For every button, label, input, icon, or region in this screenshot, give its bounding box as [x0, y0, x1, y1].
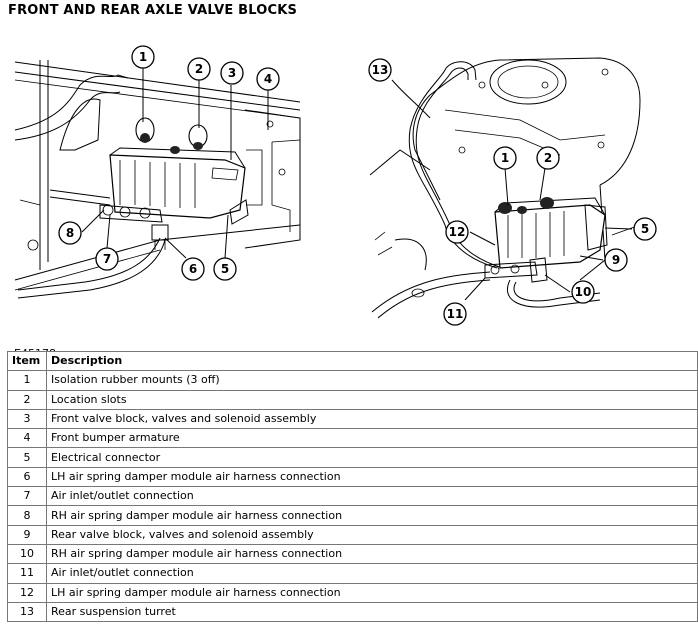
callout-10-right: 10: [571, 280, 595, 304]
row-item: 13: [7, 601, 47, 623]
row-description: Location slots: [46, 389, 698, 410]
svg-text:8: 8: [66, 226, 74, 240]
illustration: 1 2 3 4 5 6 7 8: [0, 28, 698, 360]
row-description: Rear valve block, valves and solenoid as…: [46, 524, 698, 545]
row-item: 4: [7, 428, 47, 449]
rear-valve-block-drawing: [484, 197, 608, 283]
callout-13-right: 13: [368, 58, 392, 82]
rear-suspension-turret-drawing: [369, 57, 641, 281]
row-description: RH air spring damper module air harness …: [46, 505, 698, 526]
callout-7-left: 7: [95, 247, 119, 271]
front-valve-block-drawing: [99, 117, 249, 250]
callout-2-left: 2: [187, 57, 211, 81]
callout-3-left: 3: [220, 61, 244, 85]
row-description: Electrical connector: [46, 447, 698, 468]
callout-1-right: 1: [493, 146, 517, 170]
svg-text:9: 9: [612, 253, 620, 267]
row-description: LH air spring damper module air harness …: [46, 466, 698, 488]
svg-text:10: 10: [575, 285, 592, 299]
row-item: 3: [7, 408, 47, 430]
row-item: 9: [7, 524, 47, 545]
callout-8-left: 8: [58, 221, 82, 245]
callout-5-right: 5: [633, 217, 657, 241]
svg-text:5: 5: [221, 262, 229, 276]
row-description: Air inlet/outlet connection: [46, 563, 698, 584]
header-item: Item: [7, 350, 47, 372]
rear-air-pipe-13: [371, 61, 601, 319]
callout-5-left: 5: [213, 257, 237, 281]
svg-text:13: 13: [372, 63, 389, 77]
row-item: 6: [7, 466, 47, 488]
callout-6-left: 6: [181, 257, 205, 281]
svg-text:5: 5: [641, 222, 649, 236]
page-title: FRONT AND REAR AXLE VALVE BLOCKS: [8, 3, 298, 18]
svg-text:2: 2: [195, 62, 203, 76]
header-description: Description: [46, 350, 698, 372]
table-header-row: Item Description: [7, 350, 698, 372]
svg-text:1: 1: [139, 50, 147, 64]
valve-block-diagram: 1 2 3 4 5 6 7 8: [14, 45, 657, 326]
row-description: Front bumper armature: [46, 428, 698, 449]
svg-text:7: 7: [103, 252, 111, 266]
row-description: Rear suspension turret: [46, 601, 698, 623]
svg-text:1: 1: [501, 151, 509, 165]
row-item: 5: [7, 447, 47, 468]
row-item: 1: [7, 370, 47, 391]
left-leader-lines: [81, 68, 269, 259]
svg-text:3: 3: [228, 66, 236, 80]
svg-text:11: 11: [447, 307, 464, 321]
svg-text:2: 2: [544, 151, 552, 165]
svg-text:4: 4: [264, 72, 272, 86]
row-item: 7: [7, 486, 47, 507]
row-description: RH air spring damper module air harness …: [46, 543, 698, 565]
row-description: Air inlet/outlet connection: [46, 486, 698, 507]
row-description: LH air spring damper module air harness …: [46, 582, 698, 603]
front-bumper-armature-drawing: [14, 60, 301, 299]
callout-1-left: 1: [131, 45, 155, 69]
row-description: Isolation rubber mounts (3 off): [46, 370, 698, 391]
row-item: 11: [7, 563, 47, 584]
row-item: 2: [7, 389, 47, 410]
callout-11-right: 11: [443, 302, 467, 326]
row-description: Front valve block, valves and solenoid a…: [46, 408, 698, 430]
row-item: 12: [7, 582, 47, 603]
row-item: 10: [7, 543, 47, 565]
callout-12-right: 12: [445, 220, 469, 244]
callout-9-right: 9: [604, 248, 628, 272]
right-leader-lines: [391, 79, 633, 301]
callout-2-right: 2: [536, 146, 560, 170]
callout-4-left: 4: [256, 67, 280, 91]
svg-text:6: 6: [189, 262, 197, 276]
row-item: 8: [7, 505, 47, 526]
svg-text:12: 12: [449, 225, 466, 239]
